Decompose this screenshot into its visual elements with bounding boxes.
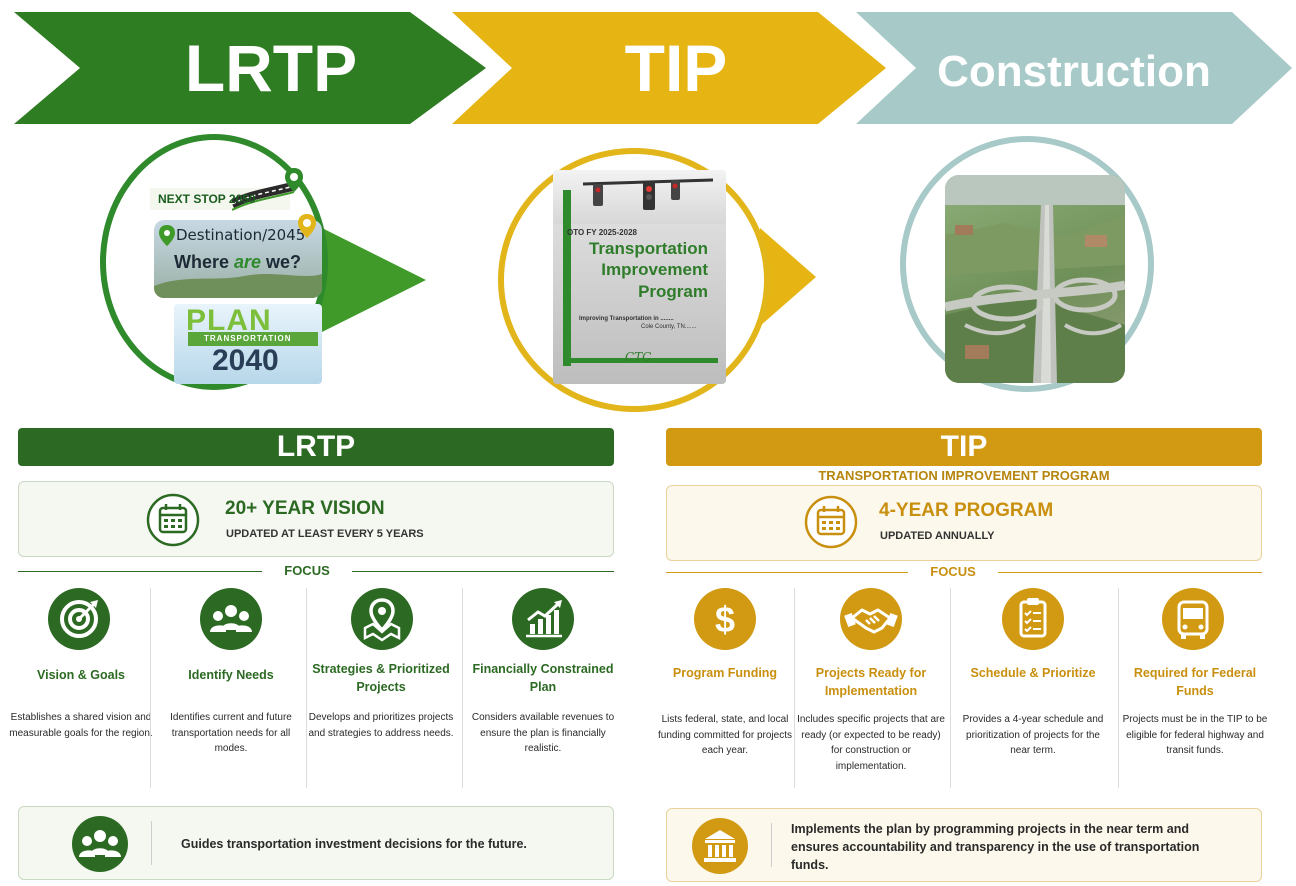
map-pin-icon <box>159 225 175 246</box>
stage-lrtp-label: LRTP <box>185 31 357 105</box>
tip-focus-desc-4: Projects must be in the TIP to be eligib… <box>1122 714 1268 756</box>
destination-card: Destination/2045 Where are we? <box>154 220 322 298</box>
landscape-graphic <box>154 274 322 298</box>
map-pin-icon <box>363 598 401 642</box>
lrtp-focus-desc-1: Establishes a shared vision and measurab… <box>9 712 153 739</box>
handshake-icon <box>844 608 898 634</box>
bus-icon <box>1177 600 1209 639</box>
tip-program-subtitle: UPDATED ANNUALLY <box>880 530 995 542</box>
tip-focus-icon-3 <box>1002 588 1064 650</box>
destination-subtitle: Where are we? <box>174 252 302 272</box>
column-divider <box>794 588 795 788</box>
next-stop-text: NEXT STOP 2050 <box>158 192 256 206</box>
summary-divider <box>771 823 772 867</box>
tip-program-title: 4-YEAR PROGRAM <box>879 500 1054 521</box>
lrtp-focus-icon-4 <box>512 588 574 650</box>
tip-focus-desc-3: Provides a 4-year schedule and prioritiz… <box>962 714 1104 756</box>
lrtp-vision-subtitle: UPDATED AT LEAST EVERY 5 YEARS <box>226 528 424 540</box>
plan-2040-card: PLAN TRANSPORTATION 2040 <box>174 304 322 384</box>
booklet-accent-bar <box>563 190 571 366</box>
clipboard-icon <box>1019 598 1047 638</box>
tip-focus-icon-1: $ <box>694 588 756 650</box>
booklet-accent-rule <box>563 358 718 363</box>
tip-pointer-arrow <box>760 228 816 326</box>
column-divider <box>950 588 951 788</box>
plan-strip <box>188 332 318 346</box>
traffic-signal-graphic <box>582 178 714 210</box>
tip-focus-icon-2 <box>840 588 902 650</box>
column-divider <box>462 588 463 788</box>
lrtp-vision-title: 20+ YEAR VISION <box>225 498 385 519</box>
plan-strip-text: TRANSPORTATION <box>204 334 292 343</box>
column-divider <box>150 588 151 788</box>
column-divider <box>306 588 307 788</box>
tip-focus-desc-2: Includes specific projects that are read… <box>797 714 945 772</box>
process-banner: LRTP TIP Construction <box>14 12 1292 124</box>
lrtp-focus-title-1: Vision & Goals <box>37 668 125 682</box>
map-pin-icon <box>298 214 316 238</box>
growth-chart-icon <box>526 600 562 638</box>
lrtp-focus-title-4: Financially Constrained Plan <box>472 662 614 695</box>
lrtp-focus-desc-2: Identifies current and future transporta… <box>170 712 292 754</box>
stage-tip-label: TIP <box>625 31 728 105</box>
dollar-icon: $ <box>715 599 735 640</box>
plan-word: PLAN <box>186 304 272 337</box>
tip-focus-title-2: Projects Ready for Implementation <box>815 666 927 699</box>
courthouse-icon <box>692 818 748 874</box>
summary-divider <box>151 821 152 865</box>
booklet-fy: OTO FY 2025-2028 <box>567 228 637 237</box>
lrtp-summary-card: Guides transportation investment decisio… <box>18 806 614 880</box>
calendar-icon <box>804 495 858 549</box>
plan-year: 2040 <box>212 344 279 377</box>
booklet-subtitle-1: Improving Transportation in ........ <box>579 316 674 322</box>
lrtp-plans-collage: NEXT STOP 2050 Destination/2045 Where ar… <box>150 168 326 386</box>
svg-text:$: $ <box>715 599 735 640</box>
lrtp-chevron <box>14 12 486 124</box>
tip-booklet-cover: OTO FY 2025-2028 Transportation Improvem… <box>553 170 726 384</box>
lrtp-vision-card: 20+ YEAR VISION UPDATED AT LEAST EVERY 5… <box>18 481 614 557</box>
tip-focus-title-4: Required for Federal Funds <box>1133 666 1257 699</box>
tip-full-name: TRANSPORTATION IMPROVEMENT PROGRAM <box>818 468 1110 483</box>
booklet-logo: CTC <box>625 350 652 364</box>
tip-summary-text: Implements the plan by programming proje… <box>791 822 1200 873</box>
booklet-title: Transportation Improvement Program <box>588 239 708 301</box>
lrtp-summary-text: Guides transportation investment decisio… <box>181 837 527 851</box>
tip-section-header: TIP <box>666 428 1262 466</box>
lrtp-focus-icon-1 <box>48 588 110 650</box>
lrtp-section-header: LRTP <box>18 428 614 466</box>
lrtp-focus-label: FOCUS <box>262 563 352 578</box>
lrtp-focus-title-2: Identify Needs <box>188 668 274 682</box>
lrtp-focus-title-3: Strategies & Prioritized Projects <box>312 662 450 695</box>
people-icon <box>210 605 252 632</box>
target-icon <box>60 600 98 638</box>
lrtp-focus-icon-3 <box>351 588 413 650</box>
map-pin-icon <box>285 168 303 192</box>
road-graphic <box>232 181 296 211</box>
tip-focus-icon-4 <box>1162 588 1224 650</box>
destination-title: Destination/2045 <box>176 226 306 244</box>
tip-focus-desc-1: Lists federal, state, and local funding … <box>658 714 792 756</box>
lrtp-pointer-arrow <box>318 226 426 334</box>
tip-focus-title-3: Schedule & Prioritize <box>970 666 1096 680</box>
tip-program-card: 4-YEAR PROGRAM UPDATED ANNUALLY <box>666 485 1262 561</box>
tip-chevron <box>452 12 886 124</box>
construction-chevron <box>856 12 1292 124</box>
lrtp-focus-desc-3: Develops and prioritizes projects and st… <box>308 712 454 739</box>
highway-interchange-photo <box>945 175 1125 383</box>
booklet-subtitle-2: Cole County, TN....... <box>641 324 697 330</box>
people-icon <box>72 816 128 872</box>
tip-summary-card: Implements the plan by programming proje… <box>666 808 1262 882</box>
tip-focus-title-1: Program Funding <box>672 666 778 680</box>
interchange-illustration <box>945 175 1125 383</box>
calendar-icon <box>146 493 200 547</box>
lrtp-focus-desc-4: Considers available revenues to ensure t… <box>471 712 615 754</box>
tip-focus-label: FOCUS <box>908 564 998 579</box>
lrtp-focus-icon-2 <box>200 588 262 650</box>
column-divider <box>1118 588 1119 788</box>
stage-construction-label: Construction <box>937 47 1211 96</box>
